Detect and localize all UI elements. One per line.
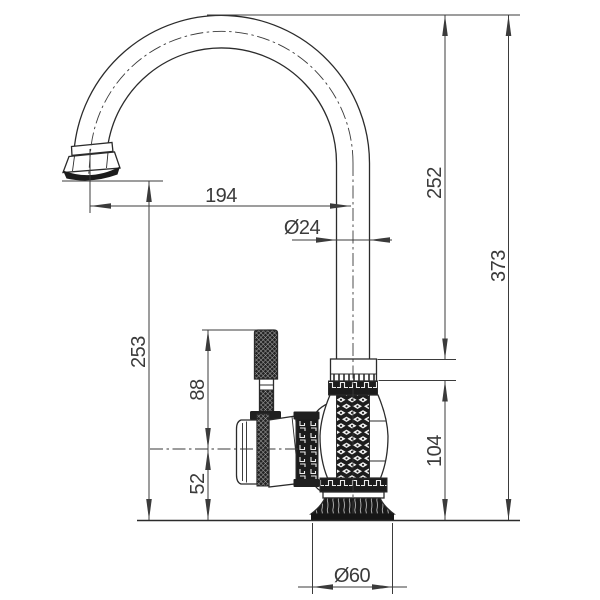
handle-grip xyxy=(253,329,279,380)
arrowhead xyxy=(90,203,111,209)
arrowhead xyxy=(205,428,211,449)
dimension-axis-to-deck: 52 xyxy=(187,449,211,520)
overall-height-label: 373 xyxy=(488,250,510,282)
spout-outer-arc xyxy=(73,14,371,164)
dimension-outlet-height: 253 xyxy=(62,180,163,520)
arrowhead xyxy=(205,449,211,470)
base-step xyxy=(322,491,385,499)
dimension-lines xyxy=(62,180,163,520)
body-bottom-greek-band xyxy=(319,477,388,493)
base-bottom-bar xyxy=(311,513,394,521)
faucet-spout xyxy=(62,14,371,181)
base-fluted-bell xyxy=(309,497,396,515)
arrowhead xyxy=(442,338,448,360)
arrowhead xyxy=(146,499,152,520)
spout-aerator-inner-lines xyxy=(72,152,109,172)
dimension-spout-reach: 194 xyxy=(89,149,351,213)
spout-aerator xyxy=(62,151,121,174)
dimension-overall-height: 373 xyxy=(488,15,512,520)
arrowhead xyxy=(505,499,512,520)
arrowhead xyxy=(369,237,390,243)
arrowhead xyxy=(205,330,211,351)
arrowhead xyxy=(316,237,337,243)
spout-tube-diameter-label: Ø24 xyxy=(284,217,321,239)
arrowhead xyxy=(442,380,448,402)
arrowhead xyxy=(330,203,351,209)
axis-to-deck-label: 52 xyxy=(187,473,209,495)
dimension-top-to-collar: 252 xyxy=(377,15,456,360)
valve-collar-bottom-cap xyxy=(293,479,320,487)
spout-reach-label: 194 xyxy=(205,185,237,207)
dimension-base-diameter: Ø60 xyxy=(298,523,407,594)
dimension-lines xyxy=(378,380,456,520)
arrowhead xyxy=(372,584,393,590)
arrowhead xyxy=(205,499,211,520)
handle-top-to-axis-label: 88 xyxy=(187,379,209,401)
body-height-label: 104 xyxy=(424,435,446,467)
pipe-walls xyxy=(335,163,371,359)
dimension-lines xyxy=(377,15,456,360)
valve-collar-top-cap xyxy=(293,411,320,420)
dimension-body-height: 104 xyxy=(378,380,456,520)
spout-centerline xyxy=(88,30,354,178)
arrowhead xyxy=(146,181,152,202)
valve-bonnet-ribs xyxy=(242,421,247,483)
valve-skirt xyxy=(256,413,270,487)
faucet-pipe xyxy=(329,163,378,382)
valve-greek-collar xyxy=(295,413,319,487)
handle-shaft-knurl xyxy=(259,389,274,413)
dimension-handle-top-to-axis: 88 xyxy=(187,329,267,449)
faucet-body xyxy=(309,380,396,521)
outlet-height-label: 253 xyxy=(128,336,150,368)
spout-aerator-lip xyxy=(63,166,120,181)
arrowhead xyxy=(442,15,448,36)
arrowhead xyxy=(312,584,333,590)
centerlines xyxy=(88,30,354,517)
collar-dentils xyxy=(333,374,375,381)
top-to-collar-label: 252 xyxy=(424,167,446,199)
base-diameter-label: Ø60 xyxy=(334,565,371,587)
arrowhead xyxy=(505,15,512,36)
spout-inner-arc xyxy=(106,47,338,164)
arrowhead xyxy=(442,499,448,520)
faucet-handle xyxy=(235,329,320,488)
dimension-spout-tube-diameter: Ø24 xyxy=(284,217,392,243)
body-section-lines xyxy=(369,420,387,462)
